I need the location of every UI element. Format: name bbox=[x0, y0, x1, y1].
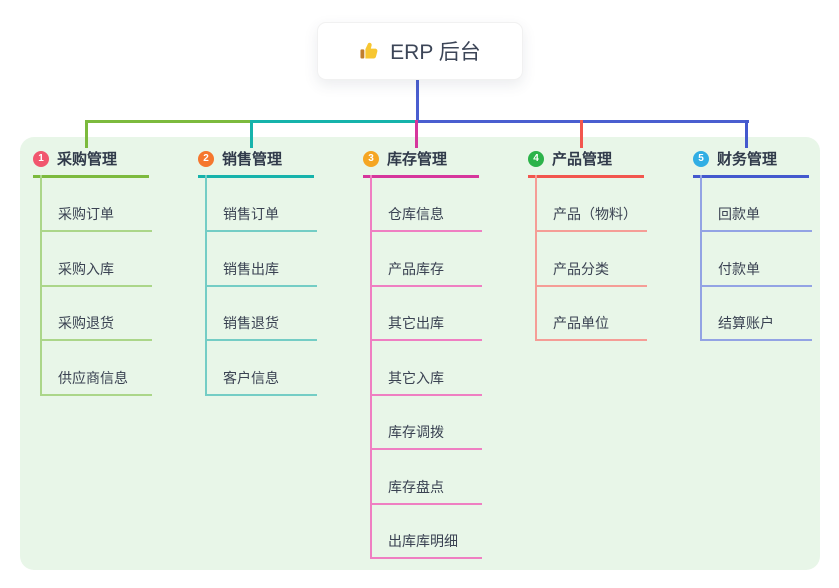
leaf-node[interactable]: 付款单 bbox=[700, 259, 812, 287]
bar-segment-green bbox=[86, 120, 251, 123]
branch-title: 采购管理 bbox=[57, 151, 118, 168]
root-title: ERP 后台 bbox=[390, 41, 481, 64]
branch-title: 库存管理 bbox=[387, 151, 448, 168]
branch-connector-line bbox=[85, 120, 88, 148]
branch-采购管理: 1 采购管理采购订单采购入库采购退货供应商信息 bbox=[33, 120, 189, 396]
branch-number-badge: 3 bbox=[363, 150, 379, 167]
branch-spine-line bbox=[370, 175, 372, 559]
branch-spine-line bbox=[535, 175, 537, 341]
branch-number-badge: 1 bbox=[33, 150, 49, 167]
leaf-node[interactable]: 库存盘点 bbox=[370, 477, 482, 505]
branch-number-badge: 4 bbox=[528, 150, 544, 167]
branch-header[interactable]: 3 库存管理 bbox=[363, 148, 479, 178]
bar-segment-teal bbox=[251, 120, 416, 123]
leaf-node[interactable]: 产品库存 bbox=[370, 259, 482, 287]
leaf-node[interactable]: 客户信息 bbox=[205, 368, 317, 396]
branch-title: 财务管理 bbox=[717, 151, 778, 168]
leaf-node[interactable]: 产品（物料） bbox=[535, 204, 647, 232]
leaf-node[interactable]: 回款单 bbox=[700, 204, 812, 232]
leaf-node[interactable]: 采购订单 bbox=[40, 204, 152, 232]
branch-title: 销售管理 bbox=[222, 151, 283, 168]
leaf-node[interactable]: 出库库明细 bbox=[370, 531, 482, 559]
branch-number-badge: 2 bbox=[198, 150, 214, 167]
branch-header[interactable]: 4 产品管理 bbox=[528, 148, 644, 178]
leaf-node[interactable]: 销售退货 bbox=[205, 313, 317, 341]
branch-title: 产品管理 bbox=[552, 151, 613, 168]
branch-number-badge: 5 bbox=[693, 150, 709, 167]
leaf-node[interactable]: 库存调拨 bbox=[370, 422, 482, 450]
leaf-node[interactable]: 结算账户 bbox=[700, 313, 812, 341]
branch-产品管理: 4 产品管理产品（物料） 产品分类产品单位 bbox=[528, 120, 684, 341]
branch-connector-line bbox=[415, 120, 418, 148]
leaf-node[interactable]: 仓库信息 bbox=[370, 204, 482, 232]
leaf-node[interactable]: 其它出库 bbox=[370, 313, 482, 341]
branch-connector-line bbox=[250, 120, 253, 148]
root-stem-line bbox=[416, 80, 419, 123]
root-node[interactable]: ERP 后台 bbox=[317, 22, 523, 80]
thumbs-up-icon bbox=[359, 40, 381, 62]
branch-销售管理: 2 销售管理销售订单销售出库销售退货客户信息 bbox=[198, 120, 354, 396]
branch-header[interactable]: 1 采购管理 bbox=[33, 148, 149, 178]
leaf-node[interactable]: 供应商信息 bbox=[40, 368, 152, 396]
leaf-node[interactable]: 采购入库 bbox=[40, 259, 152, 287]
branch-connector-line bbox=[580, 120, 583, 148]
branch-header[interactable]: 2 销售管理 bbox=[198, 148, 314, 178]
leaf-node[interactable]: 其它入库 bbox=[370, 368, 482, 396]
branch-财务管理: 5 财务管理回款单付款单结算账户 bbox=[693, 120, 839, 341]
canvas-panel bbox=[20, 137, 820, 570]
branch-spine-line bbox=[700, 175, 702, 341]
leaf-node[interactable]: 产品单位 bbox=[535, 313, 647, 341]
leaf-node[interactable]: 产品分类 bbox=[535, 259, 647, 287]
branch-库存管理: 3 库存管理仓库信息产品库存其它出库其它入库库存调拨库存盘点出库库明细 bbox=[363, 120, 519, 559]
branch-header[interactable]: 5 财务管理 bbox=[693, 148, 809, 178]
branch-connector-line bbox=[745, 120, 748, 148]
leaf-node[interactable]: 采购退货 bbox=[40, 313, 152, 341]
leaf-node[interactable]: 销售出库 bbox=[205, 259, 317, 287]
leaf-node[interactable]: 销售订单 bbox=[205, 204, 317, 232]
